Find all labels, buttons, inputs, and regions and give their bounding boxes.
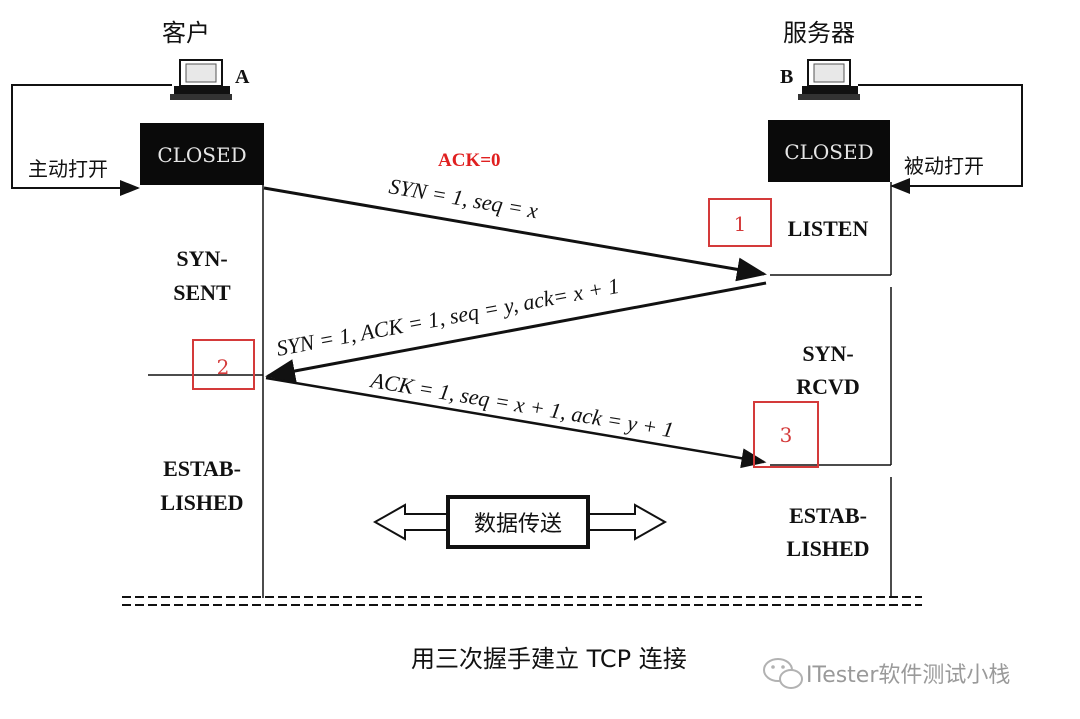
data-transfer-left-arrow — [372, 503, 449, 541]
client-state-established-2: LISHED — [160, 490, 243, 515]
client-state-syn-sent-1: SYN- — [176, 246, 227, 271]
active-open-arrow — [11, 84, 172, 196]
server-closed-label: CLOSED — [784, 140, 873, 164]
ack-arrow — [265, 376, 767, 469]
client-state-established-1: ESTAB- — [163, 456, 241, 481]
active-open-label: 主动打开 — [28, 157, 108, 181]
server-host-label: B — [780, 66, 793, 88]
syn-message: SYN = 1, seq = x — [387, 173, 540, 223]
ack-zero-annotation: ACK=0 — [438, 150, 501, 171]
client-host-label: A — [235, 66, 250, 88]
passive-open-label: 被动打开 — [904, 154, 984, 178]
ack-message: ACK = 1, seq = x + 1, ack = y + 1 — [367, 367, 675, 443]
server-label: 服务器 — [783, 19, 855, 47]
passive-open-arrow — [858, 84, 1023, 194]
step-badge-1-label: 1 — [734, 212, 747, 236]
server-state-syn-rcvd-1: SYN- — [802, 341, 853, 366]
syn-ack-arrow — [265, 281, 767, 383]
server-computer-icon — [798, 59, 860, 100]
step-badge-2-label: 2 — [217, 355, 230, 379]
syn-arrow — [263, 186, 767, 282]
client-computer-icon — [170, 59, 232, 100]
data-transfer-label: 数据传送 — [474, 512, 562, 537]
server-state-established-1: ESTAB- — [789, 503, 867, 528]
data-transfer-right-arrow — [587, 503, 668, 541]
server-state-listen: LISTEN — [788, 216, 869, 241]
client-state-syn-sent-2: SENT — [173, 280, 231, 305]
client-label: 客户 — [162, 19, 210, 47]
watermark-text: ITester软件测试小栈 — [806, 663, 1010, 688]
step-badge-2 — [192, 339, 255, 390]
wechat-icon — [763, 658, 803, 689]
server-closed-box — [768, 120, 890, 182]
client-closed-box — [140, 123, 264, 185]
step-badge-3-label: 3 — [780, 423, 793, 447]
data-transfer-box — [446, 495, 590, 549]
client-closed-label: CLOSED — [157, 143, 246, 167]
diagram-caption: 用三次握手建立 TCP 连接 — [411, 645, 687, 673]
server-state-established-2: LISHED — [786, 536, 869, 561]
step-badge-1 — [708, 198, 772, 247]
step-badge-3 — [753, 401, 819, 468]
syn-ack-message: SYN = 1, ACK = 1, seq = y, ack= x + 1 — [274, 273, 621, 361]
server-state-syn-rcvd-2: RCVD — [796, 374, 860, 399]
